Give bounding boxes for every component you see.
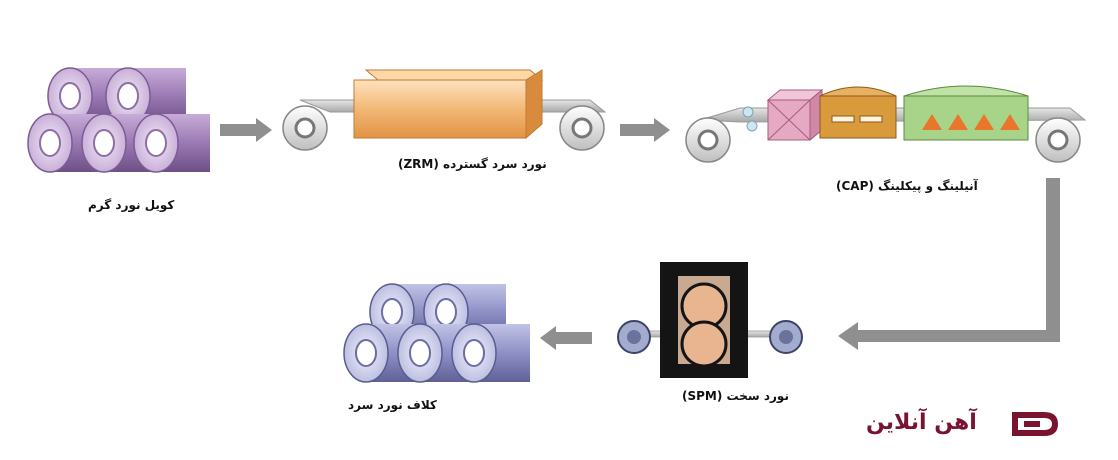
cold-coil-stack <box>343 283 530 383</box>
flow-arrow-2 <box>620 118 670 142</box>
cap-orange-unit <box>819 86 897 139</box>
label-cap: (CAP) آنیلینگ و پیکلینگ <box>836 179 978 193</box>
flow-arrow-1 <box>220 118 272 142</box>
label-hot-coil: کویل نورد گرم <box>88 198 175 212</box>
flow-arrow-3 <box>838 178 1060 350</box>
hot-coil-front-right <box>133 113 210 173</box>
label-cold-coil: کلاف نورد سرد <box>348 398 437 412</box>
cap-green-unit <box>903 85 1029 141</box>
label-spm: (SPM) نورد سخت <box>682 389 789 403</box>
hot-coil-stack <box>27 67 210 173</box>
zrm-box <box>353 79 527 139</box>
cap-line <box>685 85 1087 163</box>
cold-coil-front-right <box>451 323 530 383</box>
cap-pink-unit <box>766 88 824 142</box>
flow-arrow-4 <box>540 326 592 350</box>
brand-logo-icon <box>1012 412 1058 436</box>
brand-name: آهن آنلاین <box>866 410 977 435</box>
zrm-machine <box>282 69 607 151</box>
spm-machine <box>617 262 803 378</box>
label-zrm: (ZRM) نورد سرد گسترده <box>398 157 547 171</box>
